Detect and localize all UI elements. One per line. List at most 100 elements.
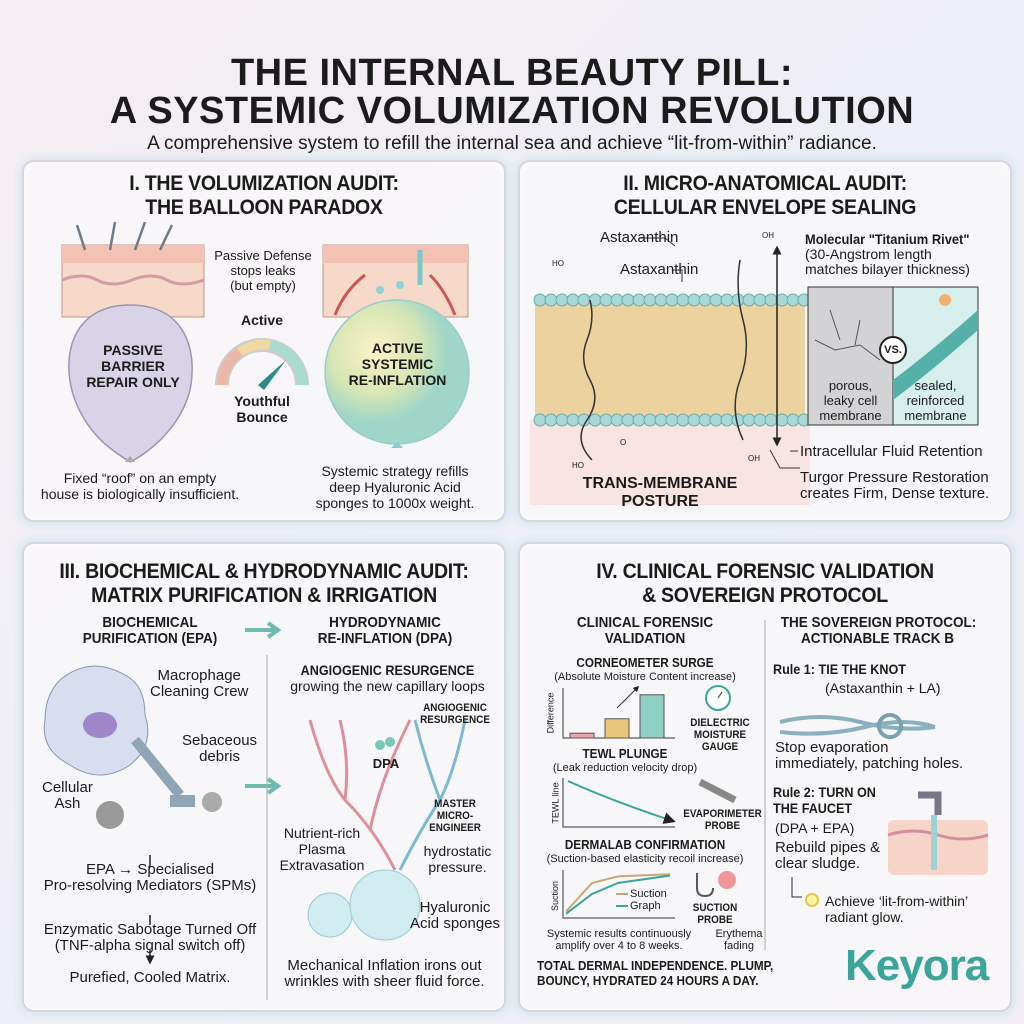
corneometer-bar — [639, 694, 665, 739]
tewl-ylabel: TEWL line — [550, 782, 561, 824]
lipid-head — [786, 293, 800, 307]
panel1-heading-line1: I. THE VOLUMIZATION AUDIT: — [129, 172, 399, 195]
panel-biochemical-audit — [22, 542, 506, 1012]
panel3-heading-line2: MATRIX PURIFICATION & IRRIGATION — [91, 584, 437, 607]
lipid-head — [753, 293, 767, 307]
molecule-label-oh-2: OH — [748, 454, 760, 463]
lipid-head — [533, 413, 547, 427]
lipid-head — [588, 413, 602, 427]
lipid-head — [599, 413, 613, 427]
lipid-head — [720, 413, 734, 427]
suction-series-line — [565, 873, 671, 913]
lipid-head — [555, 413, 569, 427]
lipid-head — [676, 293, 690, 307]
hydrated-skin-icon — [322, 244, 469, 318]
flow-arrow-icon — [245, 621, 282, 795]
lipid-head — [566, 293, 580, 307]
lipid-head — [709, 293, 723, 307]
panel4-heading-line1: IV. CLINICAL FORENSIC VALIDATION — [596, 560, 934, 583]
panel4-charts — [562, 620, 989, 950]
evaporimeter-probe-icon — [698, 778, 737, 804]
gauge-top-label: Active — [240, 312, 284, 328]
lipid-head — [698, 293, 712, 307]
lipid-head — [720, 293, 734, 307]
angiogenic-title: ANGIOGENIC RESURGENCE — [300, 662, 475, 678]
lipid-head — [621, 293, 635, 307]
lipid-head — [566, 413, 580, 427]
corneometer-bar — [569, 732, 595, 739]
molecule-label-ho-2: HO — [572, 461, 584, 470]
lipid-head — [764, 413, 778, 427]
molecule-label-oh-1: OH — [762, 231, 774, 240]
lipid-head — [632, 413, 646, 427]
dermalab-title: DERMALAB CONFIRMATION — [564, 837, 726, 852]
lipid-head — [632, 293, 646, 307]
faucet-skin-icon — [887, 791, 989, 875]
lipid-head — [709, 413, 723, 427]
cellular-ash-icon — [96, 801, 124, 829]
graph-series-line — [565, 874, 671, 915]
keyora-logo: Keyora — [845, 941, 989, 990]
glow-icon — [805, 893, 819, 907]
angiogenic-sub: growing the new capillary loops — [290, 678, 485, 694]
youthful-bounce-gauge-icon — [215, 338, 309, 390]
panel3-illustrations — [43, 621, 467, 1000]
titanium-rivet-label: Molecular "Titanium Rivet"(30-Angstrom l… — [805, 231, 970, 277]
suction-probe-icon — [696, 871, 736, 898]
fluid-retention-label: Intracellular Fluid Retention — [800, 443, 983, 460]
lipid-head — [621, 413, 635, 427]
panel3-heading-line1: III. BIOCHEMICAL & HYDRODYNAMIC AUDIT: — [59, 560, 469, 583]
panel2-heading-line2: CELLULAR ENVELOPE SEALING — [613, 196, 917, 219]
dermalab-subtitle: (Suction-based elasticity recoil increas… — [546, 853, 744, 865]
corneometer-bar — [604, 718, 630, 739]
lipid-head — [687, 413, 701, 427]
chart-axes — [562, 688, 675, 919]
lipid-head — [544, 293, 558, 307]
lipid-head — [654, 413, 668, 427]
lipid-head — [775, 413, 789, 427]
lipid-head — [610, 413, 624, 427]
rule1-subtitle: (Astaxanthin + LA) — [825, 680, 941, 696]
lipid-head — [555, 293, 569, 307]
lipid-head — [577, 293, 591, 307]
lipid-head — [742, 293, 756, 307]
panel1-heading-line2: THE BALLOON PARADOX — [145, 196, 383, 219]
rule2-text: Rebuild pipes &clear sludge. — [775, 839, 881, 872]
achieve-glow-text: Achieve ‘lit-from-within’radiant glow. — [825, 893, 969, 925]
macrophage-icon — [43, 665, 149, 776]
molecule-label-ho-1: HO — [552, 259, 564, 268]
corneometer-ylabel: Difference — [545, 692, 556, 734]
lipid-bilayer-icon — [533, 293, 811, 427]
lipid-head — [742, 413, 756, 427]
lipid-head — [610, 293, 624, 307]
dielectric-gauge-icon — [705, 685, 731, 711]
lipid-head — [599, 293, 613, 307]
knot-icon — [779, 713, 936, 739]
astaxanthin-label-2: Astaxanthin — [620, 261, 699, 278]
membrane-illustration — [530, 237, 979, 505]
deflated-balloon-icon — [68, 304, 193, 463]
lipid-head — [687, 293, 701, 307]
lipid-head — [544, 413, 558, 427]
